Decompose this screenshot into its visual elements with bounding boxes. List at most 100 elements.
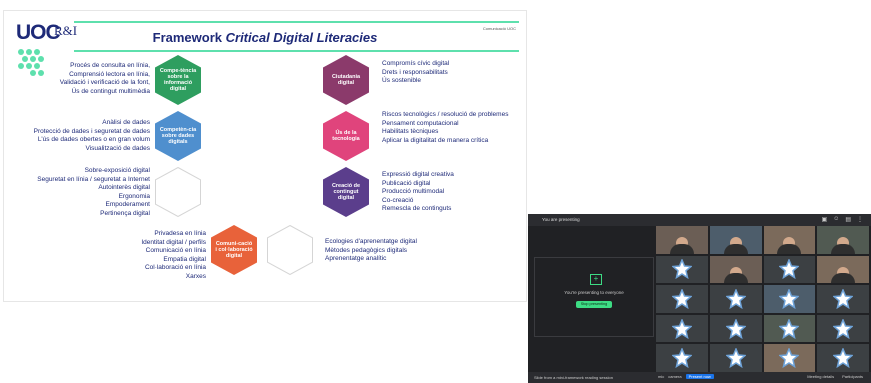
presenting-text: You're presenting to everyone bbox=[564, 290, 624, 295]
list-item: Validació i verificació de la font, bbox=[59, 79, 150, 86]
list-info: Procés de consulta en línia, Comprensió … bbox=[60, 62, 150, 96]
meeting-window: You are presenting ▣ ☺ ▤ ⋮ + You're pres… bbox=[528, 214, 871, 383]
list-item: Riscos tecnològics / resolució de proble… bbox=[382, 111, 509, 118]
participant-tile[interactable] bbox=[709, 344, 762, 372]
hex-info-label: Compe-tència sobre la informació digital bbox=[159, 67, 197, 93]
hex-citizenship-label: Ciutadania digital bbox=[331, 73, 361, 86]
list-item: Procés de consulta en línia, bbox=[70, 62, 150, 69]
meeting-right-controls: Meeting details Participants bbox=[807, 374, 863, 379]
list-item: Anàlisi de dades bbox=[102, 119, 150, 126]
list-item: Aprenentatge analític bbox=[325, 255, 387, 262]
camera-toggle-icon[interactable]: camera bbox=[668, 374, 682, 379]
participant-tile[interactable] bbox=[709, 255, 762, 284]
meeting-title: You are presenting bbox=[542, 217, 580, 222]
hex-data-label: Competèn-cia sobre dades digitals bbox=[159, 126, 197, 146]
participant-tile[interactable] bbox=[763, 344, 816, 372]
participants-button[interactable]: Participants bbox=[842, 374, 863, 379]
hex-communication-label: Comuni-cació i col·laboració digital bbox=[215, 240, 253, 260]
list-item: Ecologies d'aprenentatge digital bbox=[325, 238, 417, 245]
meeting-topbar: You are presenting ▣ ☺ ▤ ⋮ bbox=[528, 214, 871, 226]
hex-data: Competèn-cia sobre dades digitals bbox=[155, 111, 201, 161]
star-avatar-icon bbox=[779, 318, 800, 339]
participants-grid bbox=[656, 226, 869, 372]
list-item: Compromís cívic digital bbox=[382, 60, 450, 67]
list-item: Empatia digital bbox=[163, 255, 206, 263]
star-avatar-icon bbox=[833, 348, 854, 369]
list-communication: Privadesa en línia Identitat digital / p… bbox=[141, 230, 206, 281]
star-avatar-icon bbox=[725, 318, 746, 339]
participant-tile[interactable] bbox=[656, 314, 708, 343]
list-item: Co-creació bbox=[382, 196, 414, 204]
participant-tile[interactable] bbox=[656, 344, 708, 372]
list-item: Seguretat en línia / seguretat a Interne… bbox=[37, 175, 150, 183]
participant-tile[interactable] bbox=[763, 314, 816, 343]
hex-communication: Comuni-cació i col·laboració digital bbox=[211, 225, 257, 275]
participant-tile[interactable] bbox=[656, 285, 708, 313]
stop-presenting-button[interactable]: Stop presenting bbox=[576, 301, 612, 308]
list-item: Xarxes bbox=[185, 272, 206, 280]
list-item: Privadesa en línia bbox=[154, 230, 206, 237]
participant-tile[interactable] bbox=[709, 226, 762, 254]
hex-creation-label: Creació de contingut digital bbox=[331, 182, 361, 202]
present-screen-icon: + bbox=[590, 274, 602, 285]
presentation-slide: UOC R&I Comunicació UOC Framework Critic… bbox=[4, 11, 526, 301]
list-item: Ús de contingut multimèdia bbox=[71, 87, 150, 95]
meeting-caption: Slide from a mini-framework reading sess… bbox=[534, 375, 613, 380]
title-underline bbox=[74, 50, 519, 52]
hex-empty-1 bbox=[155, 167, 201, 217]
participant-tile[interactable] bbox=[709, 314, 762, 343]
top-note: Comunicació UOC bbox=[482, 26, 516, 31]
list-learning: Ecologies d'aprenentatge digital Mètodes… bbox=[325, 238, 417, 264]
list-item: Visualització de dades bbox=[85, 144, 150, 152]
list-wellbeing: Sobre-exposició digital Seguretat en lín… bbox=[37, 167, 150, 218]
star-avatar-icon bbox=[779, 288, 800, 309]
present-now-button[interactable]: Present now bbox=[685, 374, 714, 379]
list-item: Habilitats tècniques bbox=[382, 128, 439, 135]
star-avatar-icon bbox=[671, 348, 692, 369]
star-avatar-icon bbox=[725, 348, 746, 369]
list-item: Expressió digital creativa bbox=[382, 171, 454, 178]
list-item: Aplicar la digitalitat de manera crítica bbox=[382, 136, 489, 144]
participant-tile[interactable] bbox=[817, 314, 869, 343]
hex-empty-2 bbox=[267, 225, 313, 275]
list-item: Remescla de continguts bbox=[382, 205, 452, 212]
participant-tile[interactable] bbox=[817, 226, 869, 254]
presenting-panel: + You're presenting to everyone Stop pre… bbox=[534, 257, 654, 337]
list-technology: Riscos tecnològics / resolució de proble… bbox=[382, 111, 517, 145]
people-icon[interactable]: ☺ bbox=[833, 216, 840, 222]
participant-tile[interactable] bbox=[709, 285, 762, 313]
list-item: Autointerès digital bbox=[98, 184, 150, 191]
list-item: L'ús de dades obertes o en gran volum bbox=[37, 136, 150, 143]
participant-tile[interactable] bbox=[817, 255, 869, 284]
participant-tile[interactable] bbox=[656, 226, 708, 254]
meeting-details-button[interactable]: Meeting details bbox=[807, 374, 835, 379]
list-item: Ús sostenible bbox=[382, 77, 422, 84]
hex-info: Compe-tència sobre la informació digital bbox=[155, 55, 201, 105]
star-avatar-icon bbox=[725, 288, 746, 309]
participant-tile[interactable] bbox=[817, 344, 869, 372]
list-item: Empoderament bbox=[105, 201, 150, 208]
hex-empty-2-label bbox=[267, 225, 313, 275]
chat-icon[interactable]: ▤ bbox=[845, 217, 851, 223]
participant-tile[interactable] bbox=[817, 285, 869, 313]
title-italic: Critical Digital Literacies bbox=[225, 30, 378, 45]
list-item: Pensament computacional bbox=[382, 119, 459, 127]
star-avatar-icon bbox=[779, 348, 800, 369]
camera-icon[interactable]: ▣ bbox=[821, 217, 828, 223]
list-item: Sobre-exposició digital bbox=[84, 167, 150, 174]
participant-tile[interactable] bbox=[763, 226, 816, 254]
mic-icon[interactable]: mic bbox=[658, 374, 665, 379]
hex-technology: Ús de la tecnologia bbox=[323, 111, 369, 161]
logo-text: UOC bbox=[16, 21, 61, 44]
participant-tile[interactable] bbox=[656, 255, 708, 284]
list-item: Ergonomia bbox=[118, 192, 150, 200]
list-item: Drets i responsabilitats bbox=[382, 68, 448, 76]
participant-tile[interactable] bbox=[763, 255, 816, 284]
list-item: Producció multimodal bbox=[382, 188, 445, 195]
list-creation: Expressió digital creativa Publicació di… bbox=[382, 171, 454, 214]
star-avatar-icon bbox=[779, 259, 800, 280]
list-item: Comunicació en línia bbox=[145, 247, 206, 254]
star-avatar-icon bbox=[671, 318, 692, 339]
participant-tile[interactable] bbox=[763, 285, 816, 313]
more-icon[interactable]: ⋮ bbox=[857, 217, 863, 223]
